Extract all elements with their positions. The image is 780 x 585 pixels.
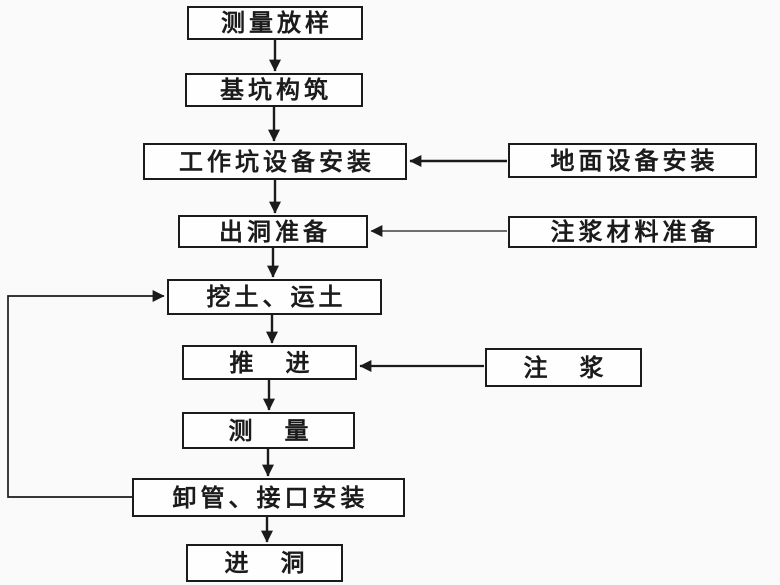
node-ground-equipment: 地面设备安装 xyxy=(508,143,757,178)
node-excavate-haul-soil: 挖土、运土 xyxy=(167,279,382,315)
node-jacking: 推 进 xyxy=(182,345,357,380)
node-enter-hole: 进 洞 xyxy=(186,544,343,582)
node-exit-hole-prep-label: 出洞准备 xyxy=(219,217,331,246)
arrow-loop-pipe-unload-to-excavate xyxy=(7,290,165,498)
node-pit-construction-label: 基坑构筑 xyxy=(220,76,332,104)
node-pipe-unload-joint-install-label: 卸管、接口安装 xyxy=(172,483,369,512)
node-measurement-label: 测 量 xyxy=(228,416,313,445)
node-pipe-unload-joint-install: 卸管、接口安装 xyxy=(132,478,405,517)
node-survey-layout: 测量放样 xyxy=(187,6,363,40)
node-grout-material-prep-label: 注浆材料准备 xyxy=(550,218,719,246)
node-survey-layout-label: 测量放样 xyxy=(221,9,333,37)
node-jacking-label: 推 进 xyxy=(229,348,314,377)
node-grouting: 注 浆 xyxy=(485,348,642,387)
node-grouting-label: 注 浆 xyxy=(523,353,608,382)
node-pit-equipment: 工作坑设备安装 xyxy=(143,143,407,180)
node-exit-hole-prep: 出洞准备 xyxy=(178,215,368,248)
node-ground-equipment-label: 地面设备安装 xyxy=(550,146,719,175)
node-grout-material-prep: 注浆材料准备 xyxy=(508,216,757,248)
node-excavate-haul-soil-label: 挖土、运土 xyxy=(206,283,347,311)
node-measurement: 测 量 xyxy=(182,412,355,449)
node-pit-equipment-label: 工作坑设备安装 xyxy=(179,147,375,176)
node-pit-construction: 基坑构筑 xyxy=(185,73,363,107)
node-enter-hole-label: 进 洞 xyxy=(224,549,309,577)
